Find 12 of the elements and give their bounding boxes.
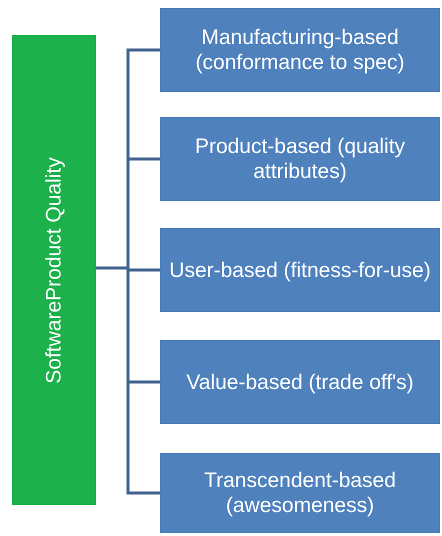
node-label: User-based (fitness-for-use): [169, 258, 431, 282]
category-box: [160, 453, 440, 533]
category-box: [160, 117, 440, 201]
category-bar: [12, 35, 96, 505]
node-label: Value-based (trade off's): [186, 370, 414, 394]
category-box: [160, 340, 440, 424]
node-label: Manufacturing-based (conformance to spec): [194, 25, 406, 75]
node-label: Transcendent-based (awesomeness): [203, 468, 397, 518]
node-label: Product-based (quality attributes): [194, 134, 406, 184]
category-box: [160, 228, 440, 312]
category-box: [160, 8, 440, 92]
node-label: SoftwareProduct Quality: [42, 156, 66, 384]
